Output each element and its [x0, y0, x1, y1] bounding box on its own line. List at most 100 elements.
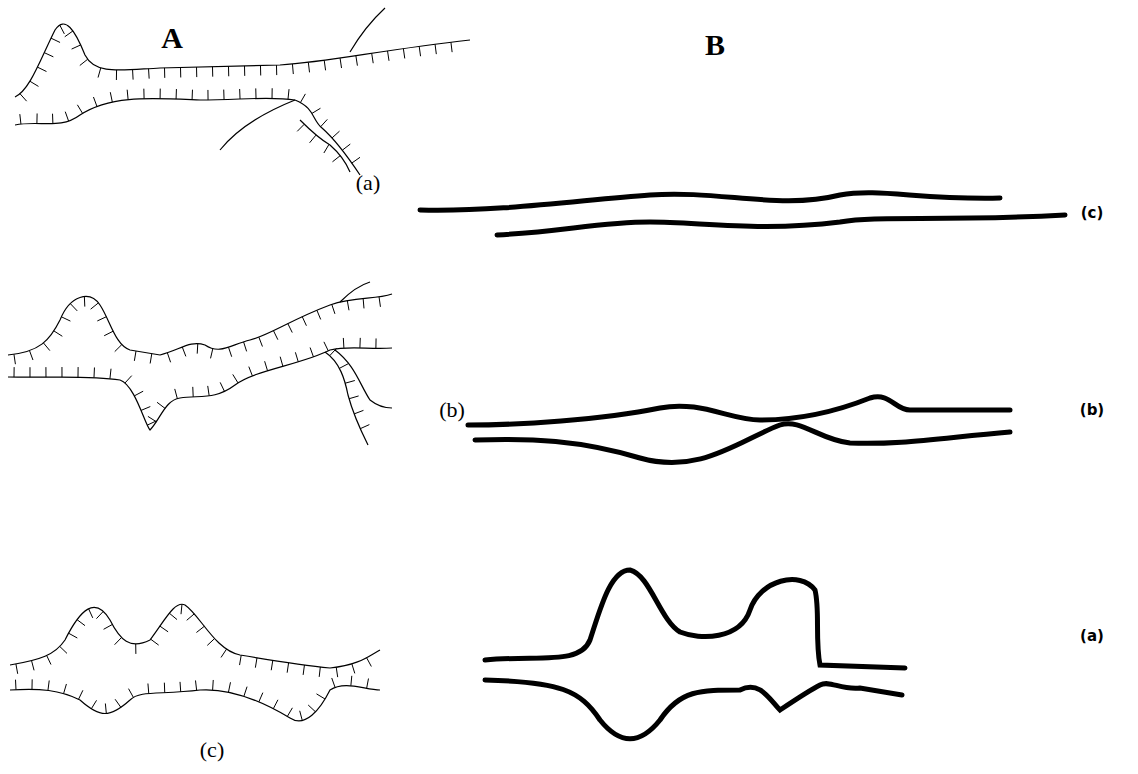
hachure-tick	[308, 705, 315, 712]
hachure-tick	[65, 31, 73, 37]
hachure-tick	[54, 331, 62, 336]
hachure-tick	[164, 683, 165, 693]
figure-tag: (c)	[200, 739, 224, 761]
hachure-tick	[244, 66, 245, 76]
hachure-tick	[302, 317, 306, 326]
hachure-tick	[367, 658, 372, 667]
figure-tag: (c)	[1081, 206, 1104, 221]
hachure-tick	[187, 614, 195, 620]
hachure-tick	[60, 25, 65, 34]
figure-tag: (a)	[1080, 629, 1104, 644]
hachure-tick	[79, 690, 83, 699]
hachure-tick	[352, 664, 355, 674]
hachure-tick	[104, 331, 113, 336]
hachure-tick	[98, 68, 101, 78]
hachure-tick	[360, 425, 369, 429]
hachure-tick	[195, 680, 196, 690]
hachure-tick	[110, 92, 112, 102]
hachure-tick	[91, 303, 99, 309]
hachure-tick	[160, 626, 168, 632]
hachure-tick	[110, 369, 111, 379]
hachure-tick	[115, 345, 122, 352]
hachure-tick	[211, 349, 213, 359]
hachure-tick	[16, 664, 18, 674]
hachure-tick	[93, 367, 94, 377]
hachure-tick	[151, 639, 159, 645]
hachure-tick	[61, 317, 70, 321]
hachure-tick	[32, 661, 35, 671]
hachure-tick	[310, 135, 316, 143]
hachure-tick	[48, 680, 49, 690]
hachure-tick	[125, 376, 132, 383]
hachure-tick	[132, 70, 134, 80]
hachure-tick	[143, 89, 144, 99]
hachure-tick	[332, 678, 335, 687]
hachure-tick	[29, 367, 30, 377]
hachure-tick	[280, 357, 283, 367]
hachure-tick	[249, 367, 253, 376]
hachure-tick	[77, 367, 78, 377]
hachure-tick	[212, 67, 213, 77]
hachure-tick	[312, 108, 321, 113]
hachure-tick	[265, 361, 268, 371]
hachure-tick	[96, 611, 103, 618]
hachure-tick	[52, 114, 53, 124]
hachure-tick	[303, 665, 304, 675]
hachure-tick	[332, 131, 339, 138]
hachure-tick	[20, 94, 27, 101]
hachure-tick	[451, 42, 452, 52]
hachure-tick	[89, 609, 93, 618]
hachure-tick	[310, 348, 313, 357]
hachure-tick	[192, 90, 193, 100]
hachure-tick	[135, 644, 136, 654]
hachure-tick	[43, 343, 49, 351]
hachure-tick	[20, 114, 21, 124]
hachure-tick	[259, 337, 263, 346]
hachure-tick	[319, 667, 320, 677]
hachure-tick	[196, 67, 197, 77]
hachure-tick	[169, 613, 177, 619]
hachure-tick	[192, 387, 193, 397]
hachure-tick	[297, 124, 304, 131]
hachure-tick	[419, 46, 420, 56]
hachure-tick	[72, 45, 81, 49]
hachure-tick	[240, 655, 242, 665]
hachure-tick	[332, 156, 340, 162]
hachure-tick	[14, 354, 15, 364]
hachure-tick	[435, 44, 436, 54]
hachure-tick	[316, 694, 325, 699]
panel-letter: A	[161, 23, 183, 53]
hachure-tick	[127, 90, 129, 100]
figure-tag: (b)	[439, 399, 465, 421]
hachure-tick	[271, 660, 273, 670]
hachure-tick	[379, 297, 380, 307]
hachure-tick	[45, 367, 46, 377]
hachure-tick	[259, 693, 263, 702]
hachure-tick	[295, 352, 298, 362]
hachure-tick	[300, 94, 305, 103]
hachure-tick	[37, 67, 46, 71]
hachure-tick	[164, 68, 165, 78]
hachure-tick	[65, 112, 68, 121]
hachure-tick	[30, 351, 33, 360]
hachure-tick	[233, 374, 238, 383]
hachure-tick	[160, 89, 161, 99]
hachure-tick	[223, 90, 224, 100]
hachure-tick	[388, 51, 389, 61]
hachure-tick	[207, 639, 214, 646]
hachure-tick	[208, 386, 209, 396]
hachure-tick	[321, 119, 328, 126]
hachure-tick	[181, 604, 183, 614]
hachure-tick	[134, 391, 143, 396]
hachure-tick	[47, 655, 51, 664]
hachure-tick	[197, 344, 199, 354]
hachure-tick	[324, 60, 325, 70]
hachure-tick	[287, 708, 292, 717]
hachure-tick	[352, 157, 360, 163]
hachure-tick	[147, 421, 156, 425]
hachure-ticks	[14, 25, 452, 720]
hachure-tick	[97, 317, 106, 321]
hachure-tick	[330, 348, 337, 355]
hachure-tick	[228, 682, 230, 692]
